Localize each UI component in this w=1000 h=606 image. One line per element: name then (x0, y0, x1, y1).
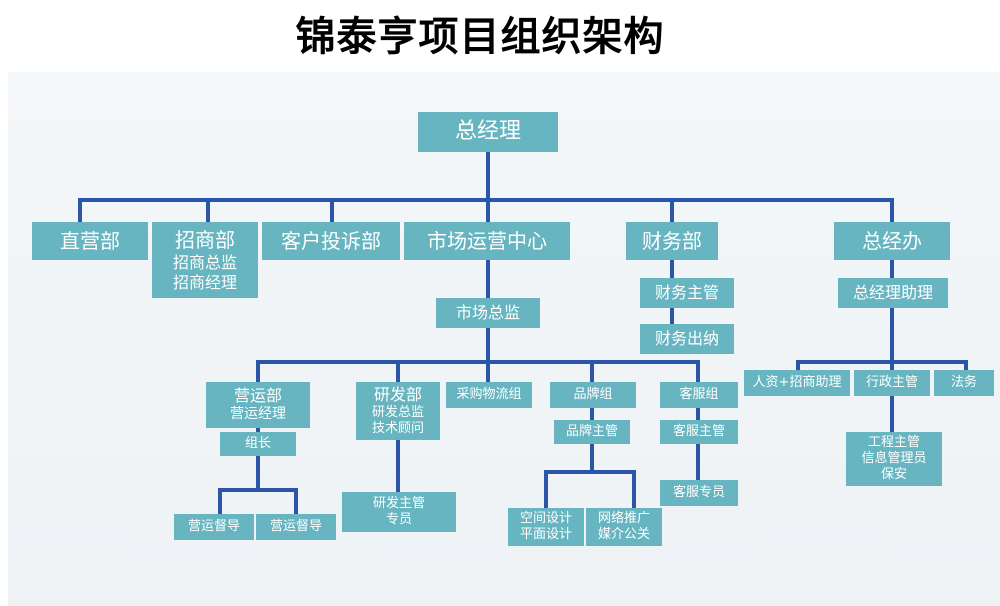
node-admin-supervisor: 行政主管 (854, 370, 930, 396)
node-label: 总经理 (454, 119, 521, 145)
node-label: 法务 (950, 374, 977, 390)
chart-background (8, 72, 1000, 606)
node-label: 市场运营中心 (427, 228, 547, 253)
node-procurement-group: 采购物流组 (446, 382, 532, 408)
node-label: 营运督导 (269, 518, 322, 534)
node-brand-supervisor: 品牌主管 (554, 420, 630, 444)
node-label: 信息管理员 (861, 450, 927, 466)
node-operations-dept: 营运部 营运经理 (206, 382, 310, 428)
node-label: 客服主管 (672, 423, 725, 439)
node-label: 财务出纳 (654, 329, 719, 348)
page-title: 锦泰亨项目组织架构 (295, 14, 665, 60)
node-label: 网络推广 (597, 510, 650, 526)
node-team-leader: 组长 (220, 432, 296, 456)
node-cs-supervisor: 客服主管 (660, 420, 738, 444)
node-label: 平面设计 (519, 527, 572, 542)
node-label: 总经理助理 (852, 283, 933, 302)
node-label: 空间设计 (519, 510, 572, 526)
node-cs-specialist: 客服专员 (660, 480, 738, 506)
node-sub-label: 招商总监 (172, 252, 237, 272)
node-label: 行政主管 (865, 374, 918, 390)
node-label: 客服组 (679, 386, 719, 402)
node-label: 保安 (880, 467, 907, 483)
node-sub-label: 招商经理 (172, 272, 237, 292)
node-sub-label: 技术顾问 (371, 421, 424, 436)
node-customer-service-group: 客服组 (660, 382, 738, 408)
node-finance-dept: 财务部 (626, 222, 718, 260)
node-label: 采购物流组 (456, 386, 522, 402)
node-label: 品牌组 (573, 386, 613, 402)
node-label: 财务部 (642, 228, 702, 253)
node-space-design: 空间设计 平面设计 (508, 508, 584, 546)
node-label: 总经办 (862, 228, 922, 253)
node-sub-label: 研发总监 (371, 404, 424, 420)
node-label: 人资+招商助理 (752, 374, 842, 390)
node-label: 客户投诉部 (281, 228, 381, 253)
node-general-manager: 总经理 (418, 112, 558, 152)
node-label: 工程主管 (867, 434, 920, 450)
node-label: 研发主管 (372, 495, 425, 511)
node-complaint-dept: 客户投诉部 (262, 222, 400, 260)
node-general-office: 总经办 (834, 222, 950, 260)
node-label: 客服专员 (672, 484, 725, 500)
node-label: 市场总监 (455, 303, 520, 322)
node-online-promotion: 网络推广 媒介公关 (586, 508, 662, 546)
node-ops-supervisor-2: 营运督导 (256, 514, 336, 540)
node-label: 组长 (244, 435, 271, 451)
node-label: 专员 (385, 512, 412, 527)
node-engineering-group: 工程主管 信息管理员 保安 (846, 432, 942, 486)
node-brand-group: 品牌组 (550, 382, 636, 408)
node-label: 直营部 (60, 228, 120, 253)
node-market-operation-center: 市场运营中心 (404, 222, 570, 260)
node-rd-supervisor: 研发主管 专员 (342, 492, 456, 532)
node-finance-supervisor: 财务主管 (640, 278, 734, 308)
node-label: 研发部 (373, 384, 422, 404)
node-label: 媒介公关 (597, 527, 650, 542)
node-label: 招商部 (175, 227, 235, 252)
node-hr-assistant: 人资+招商助理 (744, 370, 850, 396)
node-market-director: 市场总监 (436, 298, 540, 328)
node-cashier: 财务出纳 (640, 324, 734, 354)
node-ops-supervisor-1: 营运督导 (174, 514, 254, 540)
node-gm-assistant: 总经理助理 (838, 278, 948, 308)
node-legal: 法务 (934, 370, 994, 396)
node-label: 品牌主管 (565, 423, 618, 439)
node-direct-sales-dept: 直营部 (32, 222, 148, 260)
node-investment-dept: 招商部 招商总监 招商经理 (152, 222, 258, 298)
node-rd-dept: 研发部 研发总监 技术顾问 (356, 382, 440, 440)
node-label: 财务主管 (654, 283, 719, 302)
node-label: 营运部 (233, 386, 282, 406)
node-sub-label: 营运经理 (230, 406, 286, 423)
node-label: 营运督导 (187, 518, 240, 534)
